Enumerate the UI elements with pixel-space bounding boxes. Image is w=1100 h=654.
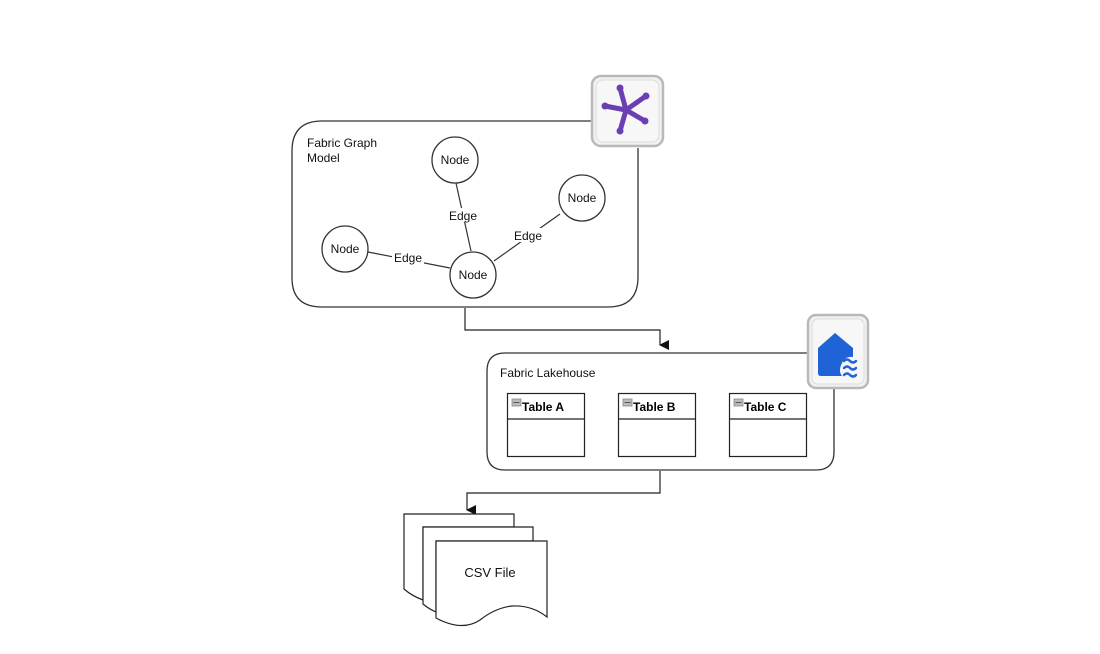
graph-node[interactable]: Node [558,174,606,222]
node-label: Node [568,191,597,205]
table-label: Table B [633,400,676,414]
node-label: Node [331,242,360,256]
edge-label: Edge [394,251,422,265]
graph-node[interactable]: Node [321,225,369,273]
edge-label: Edge [449,209,477,223]
lakehouse-icon [806,313,870,390]
lakehouse-container[interactable]: Fabric Lakehouse [486,352,835,471]
csv-file-label: CSV File [464,565,515,580]
table-label: Table A [522,400,564,414]
graph-node[interactable]: Node [449,251,497,299]
node-label: Node [441,153,470,167]
edge-label: Edge [514,229,542,243]
node-label: Node [459,268,488,282]
graph-model-container[interactable]: Fabric Graph Model [291,120,639,308]
graph-model-title-line1: Fabric Graph [307,136,377,150]
table-b[interactable]: Table B [617,392,697,458]
table-a[interactable]: Table A [506,392,586,458]
graph-node[interactable]: Node [431,136,479,184]
lakehouse-title: Fabric Lakehouse [500,366,596,380]
graph-model-title-line2: Model [307,151,340,165]
csv-file-document[interactable]: CSV File [403,513,548,627]
graph-model-icon [590,74,665,148]
table-label: Table C [744,400,787,414]
table-c[interactable]: Table C [728,392,808,458]
connector-lakehouse-to-csv[interactable] [466,471,661,515]
graph-edges: Edge Edge Edge [367,182,561,269]
connector-graph-to-lakehouse[interactable] [464,308,669,350]
